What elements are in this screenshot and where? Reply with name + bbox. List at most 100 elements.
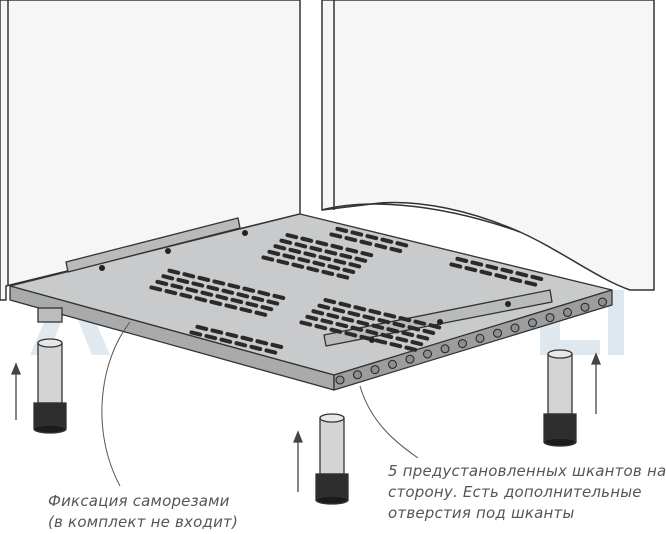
vent-slot bbox=[294, 242, 308, 249]
vent-slot bbox=[470, 260, 484, 267]
vent-slot bbox=[377, 318, 391, 325]
vent-slot bbox=[428, 323, 442, 330]
caption-dowels-line-3: отверстия под шканты bbox=[388, 504, 575, 522]
vent-slot bbox=[368, 308, 382, 316]
vent-slot bbox=[371, 323, 385, 330]
vent-slot bbox=[209, 299, 223, 307]
dowel bbox=[335, 375, 345, 385]
vent-slot bbox=[215, 294, 229, 301]
vent-slot bbox=[270, 342, 284, 350]
vent-slot bbox=[260, 305, 274, 312]
vent-slot bbox=[164, 289, 178, 296]
adjustable-feet bbox=[33, 307, 577, 505]
vent-slot bbox=[395, 336, 409, 343]
front-rail bbox=[65, 217, 241, 273]
vent-slot bbox=[330, 243, 344, 251]
vent-slot bbox=[354, 256, 368, 263]
vent-slot bbox=[282, 253, 296, 260]
vent-slot bbox=[359, 334, 373, 342]
vent-slot bbox=[335, 226, 349, 234]
vent-slot bbox=[494, 273, 508, 280]
vent-slot bbox=[348, 262, 362, 269]
vent-slot bbox=[239, 307, 253, 314]
vent-slot bbox=[309, 245, 323, 253]
vent-slot bbox=[455, 256, 469, 264]
vent-slot bbox=[449, 262, 463, 269]
dowel bbox=[510, 323, 520, 333]
vent-slot bbox=[389, 246, 403, 254]
vent-slot bbox=[273, 244, 287, 251]
vent-slot bbox=[225, 332, 239, 339]
arrow-up-icon bbox=[11, 362, 21, 420]
vent-slot bbox=[341, 316, 355, 323]
vent-slot bbox=[395, 241, 409, 248]
vent-slot bbox=[500, 267, 514, 274]
vent-slot bbox=[234, 341, 248, 348]
vent-slot bbox=[374, 338, 388, 345]
vent-slot bbox=[257, 290, 271, 297]
vent-slot bbox=[410, 340, 424, 347]
vent-slot bbox=[416, 334, 430, 341]
vent-slot bbox=[317, 303, 331, 310]
vent-slot bbox=[279, 238, 293, 245]
dowel bbox=[370, 365, 380, 375]
vent-slot bbox=[306, 266, 320, 273]
dowel bbox=[353, 370, 362, 380]
vent-slot bbox=[251, 295, 265, 303]
vent-slot bbox=[404, 345, 418, 352]
vent-slot bbox=[383, 312, 397, 319]
vent-slot bbox=[374, 243, 388, 250]
dowel-row bbox=[335, 297, 607, 385]
vent-slot bbox=[212, 279, 226, 286]
right-panel-edge bbox=[321, 0, 521, 233]
caption-dowels-line-1: 5 предустановленных шкантов на bbox=[388, 462, 666, 480]
vent-slot bbox=[161, 274, 175, 281]
screw bbox=[165, 248, 171, 254]
vent-slot bbox=[365, 234, 379, 241]
vent-slot bbox=[264, 348, 278, 355]
vent-slot bbox=[321, 269, 335, 277]
vent-slot bbox=[267, 249, 281, 257]
screws bbox=[99, 230, 511, 343]
vent-slot bbox=[509, 276, 523, 284]
caption-dowels-line-2: сторону. Есть дополнительные bbox=[388, 483, 642, 501]
screw bbox=[369, 337, 375, 343]
caption-dowels: 5 предустановленных шкантов на сторону. … bbox=[388, 461, 666, 524]
vent-slot bbox=[315, 240, 329, 247]
screw bbox=[99, 265, 105, 271]
foot-front-center bbox=[315, 413, 349, 505]
vent-slot bbox=[297, 257, 311, 264]
vent-slot bbox=[350, 325, 364, 332]
vent-slot bbox=[324, 249, 338, 256]
vent-slot bbox=[318, 255, 332, 262]
foot-socket-left bbox=[37, 307, 63, 323]
arrow-up-icon bbox=[293, 430, 303, 492]
caption-screws-line-1: Фиксация саморезами bbox=[48, 492, 230, 510]
vent-slot bbox=[407, 325, 421, 332]
vent-slot bbox=[515, 271, 529, 278]
vent-slot bbox=[339, 253, 353, 260]
vent-slot bbox=[219, 337, 233, 344]
dowel bbox=[528, 318, 537, 328]
vent-slot bbox=[401, 330, 415, 338]
screw bbox=[242, 230, 248, 236]
vent-slot bbox=[344, 236, 358, 243]
vent-slot bbox=[320, 318, 334, 325]
vent-slot bbox=[326, 312, 340, 320]
vent-slot bbox=[206, 285, 220, 292]
vent-slot bbox=[530, 274, 544, 282]
vent-slot bbox=[344, 331, 358, 338]
vent-slot bbox=[524, 280, 538, 287]
cabinet-panels bbox=[0, 0, 655, 301]
vent-slot bbox=[197, 275, 211, 283]
vent-slot bbox=[353, 305, 367, 312]
dowel bbox=[405, 354, 415, 364]
vent-slot bbox=[299, 320, 313, 327]
vent-slot bbox=[398, 316, 412, 323]
vent-slot bbox=[272, 293, 286, 301]
vent-slot bbox=[288, 247, 302, 255]
vent-slot bbox=[266, 299, 280, 306]
vent-slot bbox=[285, 233, 299, 240]
vent-slot bbox=[336, 273, 350, 280]
screw bbox=[437, 319, 443, 325]
